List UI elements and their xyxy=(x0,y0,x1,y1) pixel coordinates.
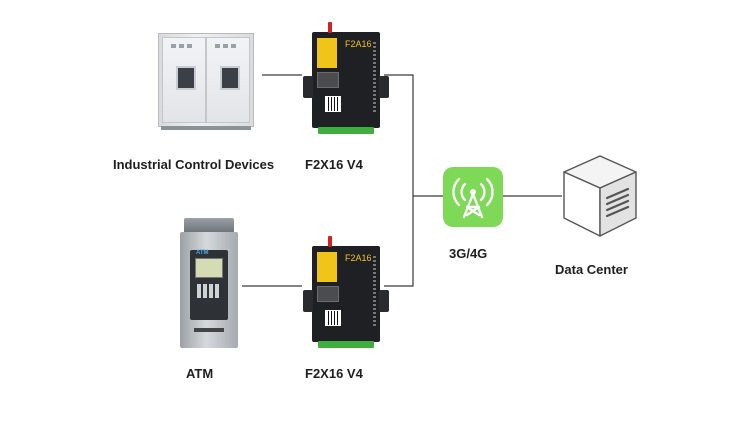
network-label: 3G/4G xyxy=(449,246,488,261)
atm-top xyxy=(184,218,234,232)
qr-code-icon xyxy=(325,96,341,112)
control-cabinet-icon xyxy=(158,33,254,130)
line-modem-top-to-bus xyxy=(384,74,414,196)
cell-tower-icon xyxy=(443,167,503,227)
cabinet-door-left xyxy=(162,37,206,123)
mounting-ear xyxy=(379,290,389,312)
atm-label: ATM xyxy=(186,366,214,381)
control-panel-icon xyxy=(220,66,240,90)
mounting-ear xyxy=(379,76,389,98)
sim-slot-icon xyxy=(317,286,339,302)
meter-icon xyxy=(171,44,176,48)
router-modem-icon: F2A16 xyxy=(303,236,389,348)
control-devices-label: Industrial Control Devices xyxy=(113,157,275,172)
server-icon xyxy=(562,154,638,238)
atm-machine-icon: ATM xyxy=(180,218,238,348)
atm-cash-slot xyxy=(194,328,224,332)
atm-screen xyxy=(195,258,223,278)
modem-model-text: F2A16 xyxy=(345,39,372,49)
modem-label-panel xyxy=(317,252,337,282)
sim-slot-icon xyxy=(317,72,339,88)
modem-side-ports xyxy=(373,42,376,112)
modem-top-label: F2X16 V4 xyxy=(305,157,363,172)
meter-icon xyxy=(223,44,228,48)
router-modem-icon: F2A16 xyxy=(303,22,389,134)
terminal-block-icon xyxy=(318,127,374,134)
line-modem-bottom-to-bus xyxy=(384,196,414,287)
atm-keypad xyxy=(197,284,221,298)
cabinet-door-right xyxy=(206,37,250,123)
modem-side-ports xyxy=(373,256,376,326)
meter-icon xyxy=(187,44,192,48)
atm-sign: ATM xyxy=(196,250,209,256)
terminal-block-icon xyxy=(318,341,374,348)
datacenter-label: Data Center xyxy=(555,262,628,277)
meter-icon xyxy=(215,44,220,48)
antenna-icon xyxy=(328,22,332,33)
mounting-ear xyxy=(303,290,313,312)
meter-icon xyxy=(231,44,236,48)
atm-body: ATM xyxy=(180,232,238,348)
cabinet-base xyxy=(161,126,251,130)
control-panel-icon xyxy=(176,66,196,90)
modem-label-panel xyxy=(317,38,337,68)
modem-bottom-label: F2X16 V4 xyxy=(305,366,363,381)
meter-icon xyxy=(179,44,184,48)
antenna-icon xyxy=(328,236,332,247)
modem-model-text: F2A16 xyxy=(345,253,372,263)
mounting-ear xyxy=(303,76,313,98)
qr-code-icon xyxy=(325,310,341,326)
